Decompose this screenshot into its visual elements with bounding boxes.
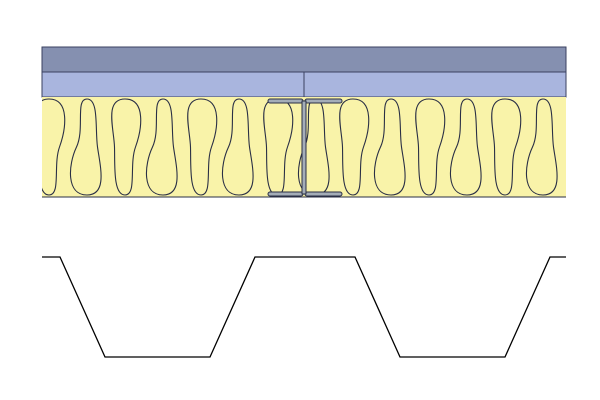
insulation-loop [69,98,102,196]
beam-top-flange-left [267,98,304,104]
insulation-loop [525,98,558,196]
insulation-loop [145,98,178,196]
beam-top-flange-right [304,98,343,104]
insulation-loop [415,98,446,196]
steel-beam [267,98,343,197]
insulation-loops [42,98,597,196]
insulation-loop [373,98,406,196]
top-board [41,46,567,73]
beam-bottom-flange-right [304,191,343,197]
insulation-loop [491,98,522,196]
beam-bottom-flange-left [267,191,304,197]
insulation-loop [339,98,370,196]
insulation-loop [568,99,597,195]
insulation-loop [187,98,218,196]
beam-web [301,100,307,195]
insulation-loop [221,98,254,196]
insulation-loop [111,98,142,196]
insulation-loop [42,98,66,196]
trapezoidal-deck-profile [42,256,566,358]
insulation-loop [449,98,482,196]
